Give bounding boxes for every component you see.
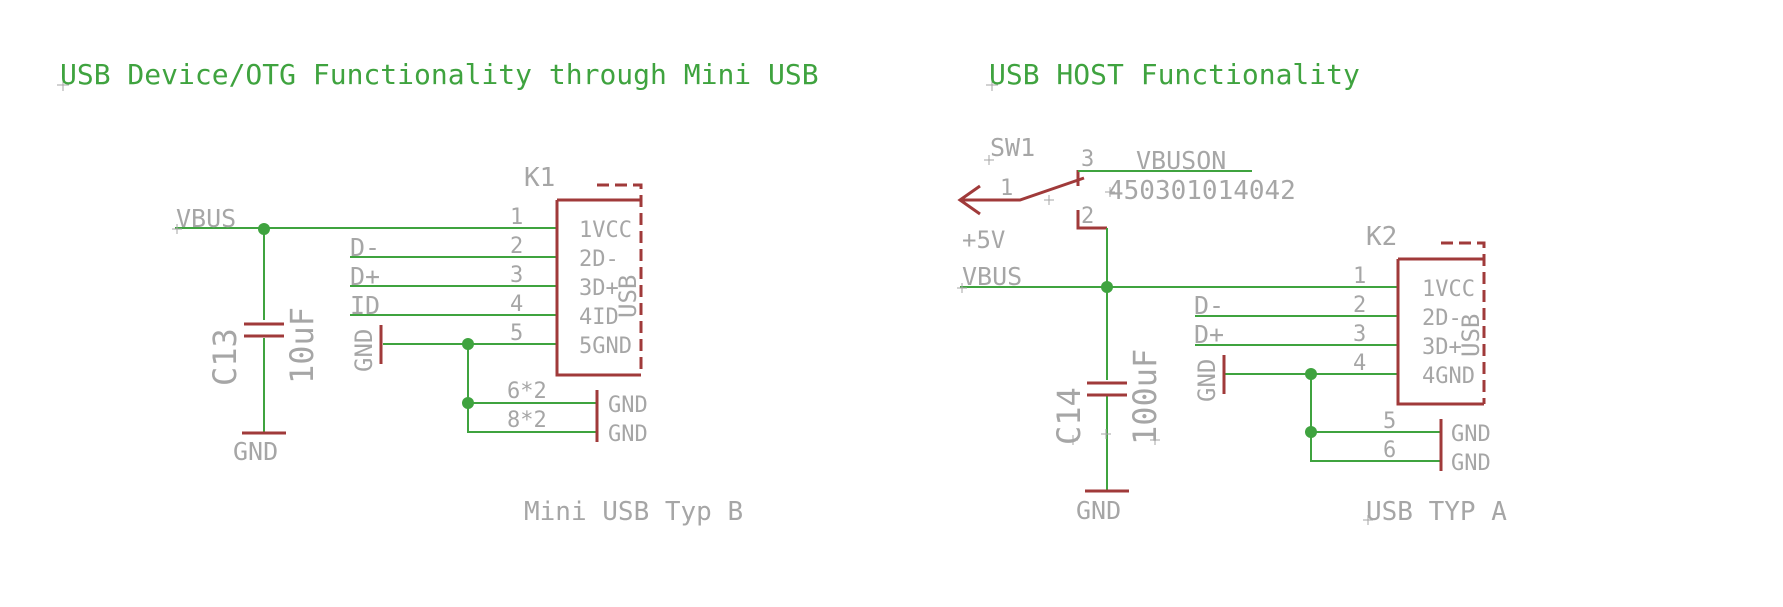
shield-gnd-wire	[467, 344, 597, 433]
supply-label: +5V	[962, 226, 1005, 254]
switch-pin-number: 3	[1081, 147, 1094, 172]
gnd-bottom-label: GND	[1076, 496, 1121, 525]
connector-k2-outline	[1441, 241, 1486, 404]
pin-name: 1VCC	[1422, 277, 1475, 302]
pin-number: 4	[510, 292, 523, 317]
pin-number: 1	[510, 205, 523, 230]
origin-cross	[57, 79, 69, 91]
junction-dot	[258, 223, 270, 235]
vbus-net-label: VBUS	[176, 204, 236, 233]
connector-k1-name: K1	[524, 163, 555, 193]
pin-number: 6	[1383, 438, 1396, 463]
junction-dot	[462, 338, 474, 350]
switch-name: SW1	[990, 133, 1035, 162]
label-cross	[957, 283, 967, 293]
pin-name: 2D-	[579, 247, 619, 272]
junction-dot	[1101, 281, 1113, 293]
switch-sw1-symbol	[957, 170, 1107, 230]
vbus-net-label: VBUS	[962, 262, 1022, 291]
pin-name: 1VCC	[579, 218, 632, 243]
pin-name: GND	[1451, 422, 1491, 447]
pin-number: 5	[510, 321, 523, 346]
switch-pin-number: 2	[1081, 204, 1094, 229]
pin-name: 3D+	[1422, 335, 1462, 360]
pin-name: 3D+	[579, 276, 619, 301]
connector-k2-value: USB TYP A	[1366, 497, 1507, 527]
pin-name: 2D-	[1422, 306, 1462, 331]
shield-gnd-wire	[1310, 374, 1441, 462]
dplus-net-label: D+	[1194, 320, 1224, 349]
junction-dot	[462, 397, 474, 409]
connector-k2-usb-label: USB	[1457, 314, 1485, 357]
origin-cross	[986, 79, 998, 91]
junction-dot	[1305, 368, 1317, 380]
label-cross	[1044, 187, 1115, 205]
pin-number: 3	[510, 263, 523, 288]
pin-number: 5	[1383, 409, 1396, 434]
capacitor-c13-plates	[244, 322, 284, 338]
gnd-vertical-label: GND	[1193, 359, 1221, 402]
pin-name: GND	[608, 393, 648, 418]
c13-value: 10uF	[283, 307, 321, 384]
gnd-bottom-label: GND	[233, 437, 278, 466]
junction-dot	[1305, 426, 1317, 438]
right-section: USB HOST Functionality SW1 1 2 3 VBUSON …	[957, 58, 1507, 527]
pin-name: GND	[608, 422, 648, 447]
pin-name: 5GND	[579, 334, 632, 359]
pin-number: 6*2	[507, 379, 547, 404]
connector-k1-usb-label: USB	[614, 275, 642, 318]
connector-k1-outline	[597, 183, 643, 375]
label-cross	[984, 155, 994, 165]
right-title: USB HOST Functionality	[989, 58, 1360, 91]
c14-name: C14	[1050, 387, 1088, 445]
capacitor-c14-plates	[1087, 381, 1127, 397]
dminus-net-label: D-	[350, 233, 380, 262]
left-section: USB Device/OTG Functionality through Min…	[57, 58, 819, 527]
pin-number: 3	[1353, 322, 1366, 347]
id-net-label: ID	[350, 291, 380, 320]
pin-name: 4ID	[579, 305, 619, 330]
gnd-vertical-label: GND	[350, 329, 378, 372]
c13-name: C13	[206, 328, 244, 386]
pin-name: GND	[1451, 451, 1491, 476]
vbuson-net-label: VBUSON	[1136, 146, 1226, 175]
connector-k1-value: Mini USB Typ B	[524, 497, 743, 527]
dplus-net-label: D+	[350, 262, 380, 291]
connector-k1-body	[555, 198, 641, 377]
label-cross	[1068, 429, 1160, 445]
pin-number: 4	[1353, 351, 1366, 376]
label-cross	[172, 224, 182, 234]
c14-value: 100uF	[1126, 349, 1164, 445]
pin-number: 1	[1353, 264, 1366, 289]
switch-pin-number: 1	[1000, 176, 1013, 201]
pin-number: 2	[510, 234, 523, 259]
pin-number: 2	[1353, 293, 1366, 318]
left-title: USB Device/OTG Functionality through Min…	[60, 58, 819, 91]
switch-part-number: 450301014042	[1108, 176, 1296, 206]
pin-number: 8*2	[507, 408, 547, 433]
pin-name: 4GND	[1422, 364, 1475, 389]
dminus-net-label: D-	[1194, 291, 1224, 320]
connector-k2-name: K2	[1366, 222, 1397, 252]
label-cross	[1363, 515, 1373, 525]
connector-k2-body	[1396, 257, 1484, 406]
